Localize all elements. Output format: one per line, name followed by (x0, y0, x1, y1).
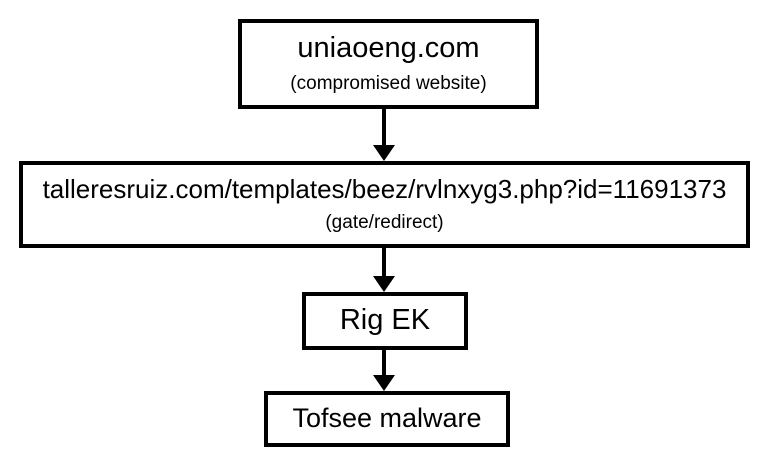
node-exploit-kit: Rig EK (302, 292, 468, 350)
node-sublabel: (gate/redirect) (325, 211, 444, 233)
node-label: Rig EK (339, 304, 431, 337)
node-gate-redirect: talleresruiz.com/templates/beez/rvlnxyg3… (19, 161, 750, 248)
node-compromised-website: uniaoeng.com (compromised website) (238, 19, 539, 109)
node-label: uniaoeng.com (297, 32, 480, 65)
arrow-head (373, 145, 395, 161)
arrow-line (382, 248, 386, 276)
node-label: talleresruiz.com/templates/beez/rvlnxyg3… (42, 173, 727, 204)
arrow-line (382, 109, 386, 145)
node-malware-payload: Tofsee malware (264, 391, 510, 447)
arrow-down-icon (373, 248, 395, 292)
arrow-head (373, 276, 395, 292)
arrow-down-icon (373, 350, 395, 391)
arrow-down-icon (373, 109, 395, 161)
arrow-head (373, 375, 395, 391)
node-sublabel: (compromised website) (290, 72, 487, 94)
arrow-line (382, 350, 386, 375)
node-label: Tofsee malware (292, 403, 482, 434)
